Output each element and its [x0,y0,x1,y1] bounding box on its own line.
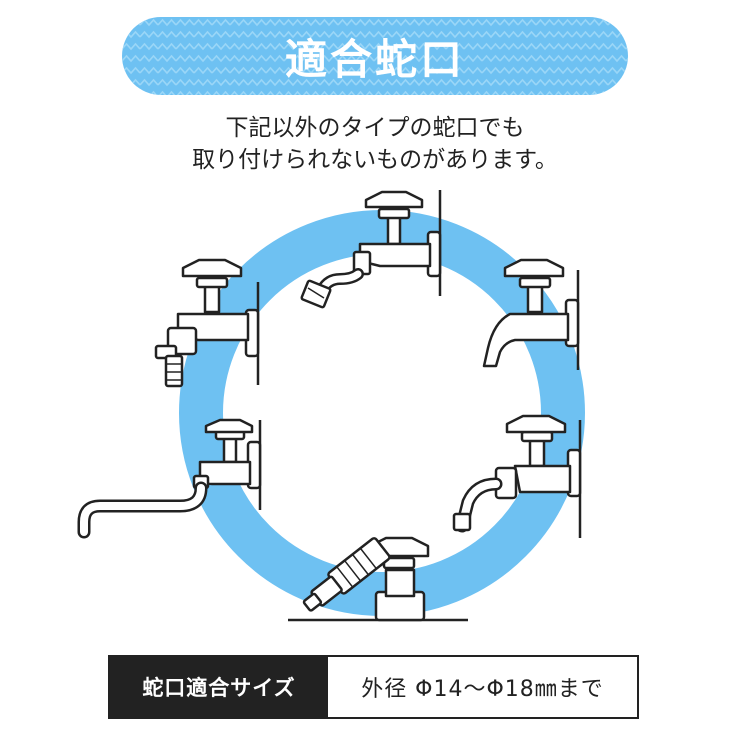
faucet-illustration [77,190,585,622]
faucet-icon [482,258,580,370]
size-value: 外径 Φ14～Φ18㎜まで [361,677,604,702]
size-label: 蛇口適合サイズ [110,657,328,717]
faucet-icon [452,414,582,538]
size-table: 蛇口適合サイズ 外径 Φ14～Φ18㎜まで [108,655,639,719]
description: 下記以外のタイプの蛇口でも 取り付けられないものがあります。 [0,112,750,176]
faucet-icon [288,536,468,622]
faucet-icon [300,190,442,309]
banner-title: 適合蛇口 [284,34,465,84]
description-line-2: 取り付けられないものがあります。 [192,147,558,173]
description-line-1: 下記以外のタイプの蛇口でも [225,115,525,141]
faucet-icon [154,258,260,388]
zigzag-pattern [122,17,628,95]
title-banner: 適合蛇口 [122,17,628,95]
faucet-icon [77,418,262,539]
